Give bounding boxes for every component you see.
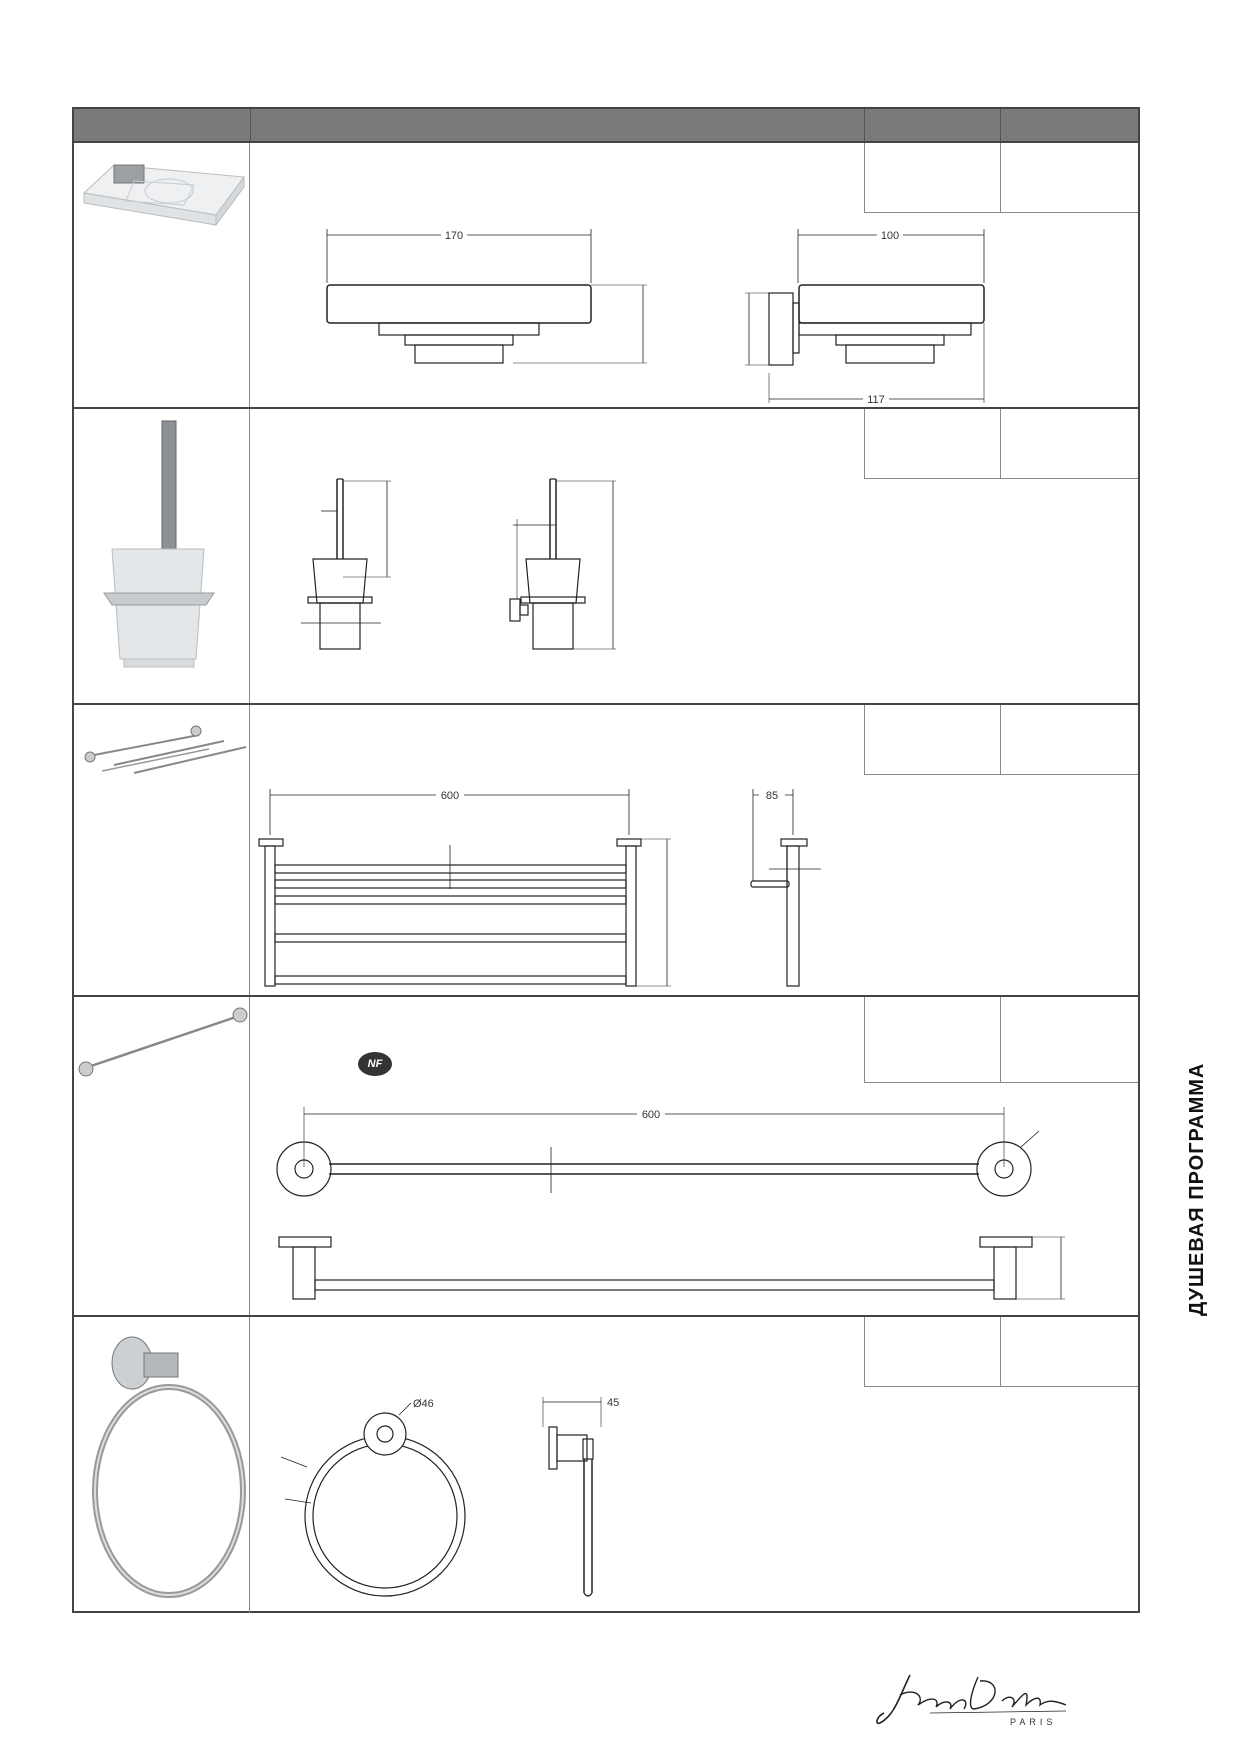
table-row-towel-ring: Ø46 45 [74,1317,1138,1613]
drawing-towel-ring: Ø46 45 [251,1317,1138,1613]
price-cell-towel-bar [1000,997,1138,1083]
price-cell-towel-shelf [1000,705,1138,775]
towel-ring-photo-icon [92,1336,246,1598]
header-cell-image [74,109,251,141]
spec-sheet: 170 100 117 [72,107,1140,1613]
soap-dish-photo-icon [82,164,245,227]
dim-soap-depth: 100 [881,230,899,242]
dim-bar-length: 600 [642,1109,660,1121]
code-cell-towel-shelf [864,705,1000,775]
header-cell-description [250,109,865,141]
dim-shelf-length: 600 [441,790,459,802]
code-cell-towel-bar [864,997,1000,1083]
code-cell-toilet-brush [864,409,1000,479]
table-row-soap-dish: 170 100 117 [74,143,1138,409]
table-header [74,109,1138,143]
product-photo-towel-bar [74,997,250,1315]
product-photo-towel-ring [74,1317,250,1613]
drawing-soap-dish: 170 100 117 [251,143,1138,407]
table-row-towel-shelf: 600 85 [74,705,1138,997]
brand-city: PARIS [1010,1717,1057,1727]
product-photo-soap-dish [74,143,250,407]
drawing-towel-bar: 600 [251,997,1138,1315]
drawing-toilet-brush [251,409,1138,703]
table-row-towel-bar: 600 [74,997,1138,1317]
dim-soap-projection: 117 [867,394,885,406]
price-cell-towel-ring [1000,1317,1138,1387]
drawing-towel-shelf: 600 85 [251,705,1138,995]
dim-shelf-depth: 85 [766,790,778,802]
table-row-toilet-brush [74,409,1138,705]
product-table: 170 100 117 [72,107,1140,1613]
price-cell-soap-dish [1000,143,1138,213]
dim-ring-projection: 45 [607,1397,619,1409]
toilet-brush-photo-icon [103,420,215,668]
towel-shelf-photo-icon [84,725,247,774]
code-cell-soap-dish [864,143,1000,213]
code-cell-towel-ring [864,1317,1000,1387]
dim-soap-width: 170 [445,230,463,242]
header-cell-price [1000,109,1138,141]
towel-bar-photo-icon [78,1007,248,1077]
product-photo-toilet-brush [74,409,250,703]
dim-ring-diameter: Ø46 [413,1398,434,1410]
jacob-delafon-signature-logo [876,1674,1067,1725]
price-cell-toilet-brush [1000,409,1138,479]
nf-certification-badge: NF [358,1052,392,1076]
product-photo-towel-shelf [74,705,250,995]
header-cell-code [864,109,1001,141]
section-side-title: ДУШЕВАЯ ПРОГРАММА [1186,1062,1208,1316]
